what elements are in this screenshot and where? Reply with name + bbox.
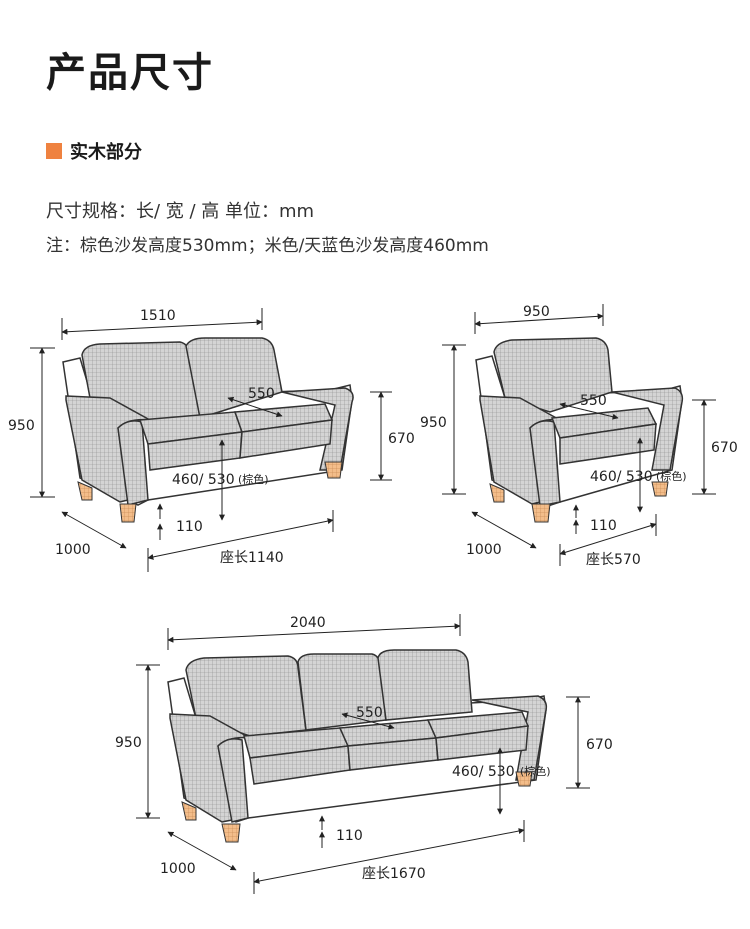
arm-front <box>217 738 249 823</box>
dim-seat-depth: 550 <box>248 386 275 402</box>
dim-length: 1510 <box>140 308 176 324</box>
seat-cushion-right-front <box>435 725 529 761</box>
dim-seat-height: 460/ 530 <box>172 472 235 488</box>
leg-back-left <box>181 801 197 821</box>
dim-seat-depth: 550 <box>356 705 383 721</box>
dim-height: 950 <box>115 735 142 751</box>
page-title: 产品尺寸 <box>46 50 214 96</box>
dim-leg-height: 110 <box>336 828 363 844</box>
dim-seat-length: 座长570 <box>586 552 641 568</box>
dim-height: 950 <box>8 418 35 434</box>
back-cushion-right <box>377 649 473 721</box>
section-header: 实木部分 <box>46 138 142 164</box>
dim-arm-height: 670 <box>711 440 738 456</box>
leg-front-left <box>221 823 241 843</box>
sofa-two-seat: 1510 950 1000 550 670 460/ 530 (棕色) 110 … <box>8 308 415 572</box>
seat-cushion-front <box>559 423 657 465</box>
section-swatch <box>46 143 62 159</box>
note-line: 注：棕色沙发高度530mm；米色/天蓝色沙发高度460mm <box>46 236 489 256</box>
dim-seat-height-note: (棕色) <box>238 472 269 486</box>
spec-line: 尺寸规格：长/ 宽 / 高 单位：mm <box>46 201 315 222</box>
dim-depth: 1000 <box>55 542 91 558</box>
dim-seat-height: 460/ 530 <box>452 764 515 780</box>
dim-height: 950 <box>420 415 447 431</box>
sofa-one-seat: 950 950 1000 550 670 460/ 530 (棕色) 110 座… <box>420 304 738 568</box>
dim-length: 950 <box>523 304 550 320</box>
dim-seat-depth: 550 <box>580 393 607 409</box>
leg-front-left <box>531 503 551 523</box>
dim-arm-height: 670 <box>586 737 613 753</box>
dim-depth: 1000 <box>160 861 196 877</box>
dim-depth: 1000 <box>466 542 502 558</box>
dim-seat-height: 460/ 530 <box>590 469 653 485</box>
dim-seat-height-note: (棕色) <box>520 764 551 778</box>
seat-cushion-right-front <box>239 419 333 459</box>
arm-front <box>117 420 149 506</box>
dim-seat-height-note: (棕色) <box>656 469 687 483</box>
leg-back-left <box>489 483 505 503</box>
dim-leg-height: 110 <box>590 518 617 534</box>
leg-back-left <box>77 481 93 501</box>
leg-front-right <box>651 481 669 497</box>
dim-arm-height: 670 <box>388 431 415 447</box>
back-cushion <box>493 337 613 413</box>
arm-front <box>529 420 561 507</box>
leg-front-right <box>515 771 533 787</box>
arm-right <box>611 387 684 471</box>
dim-seat-length: 座长1140 <box>220 550 284 566</box>
dim-leg-height: 110 <box>176 519 203 535</box>
leg-front-right <box>324 461 343 479</box>
dim-length: 2040 <box>290 615 326 631</box>
sofa-three-seat: 2040 950 1000 550 670 460/ 530 (棕色) 110 … <box>115 614 613 894</box>
section-label: 实木部分 <box>70 142 142 163</box>
dim-seat-length: 座长1670 <box>362 866 426 882</box>
leg-front-left <box>119 503 137 523</box>
